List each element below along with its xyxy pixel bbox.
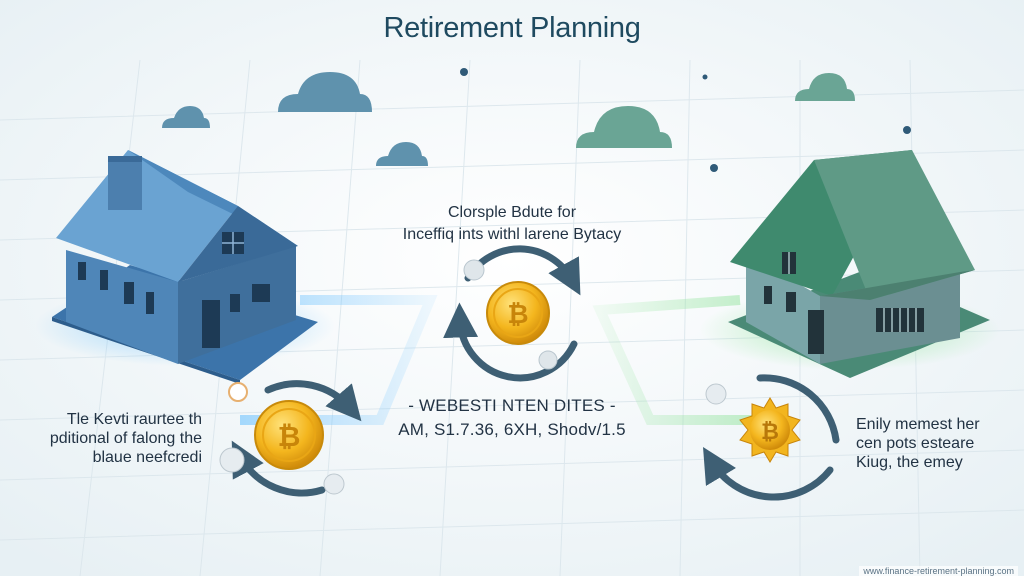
- left-description-line-3: blaue neefcredi: [50, 448, 202, 467]
- footer-url: www.finance-retirement-planning.com: [859, 566, 1018, 576]
- center-details-values: AM, S1.7.36, 6XH, Shodv/1.5: [332, 418, 692, 442]
- svg-text:₿: ₿: [507, 300, 528, 330]
- svg-text:₿: ₿: [761, 420, 779, 445]
- svg-text:₿: ₿: [278, 420, 301, 453]
- decorative-gear-icon: [706, 384, 726, 404]
- right-description: Enily memest her cen pots esteare Kiug, …: [856, 415, 980, 472]
- center-details: - WEBESTI NTEN DITES - AM, S1.7.36, 6XH,…: [332, 394, 692, 442]
- center-caption-line-1: Clorsple Bdute for: [332, 202, 692, 224]
- right-description-line-2: cen pots esteare: [856, 434, 980, 453]
- center-details-heading: - WEBESTI NTEN DITES -: [332, 394, 692, 418]
- right-description-line-1: Enily memest her: [856, 415, 980, 434]
- left-description: Tle Kevti raurtee th pditional of falong…: [50, 410, 202, 467]
- page-title: Retirement Planning: [0, 12, 1024, 45]
- right-description-line-3: Kiug, the emey: [856, 453, 980, 472]
- center-caption-line-2: Inceffiq ints withl larene Bytacy: [332, 224, 692, 246]
- left-description-line-2: pditional of falong the: [50, 429, 202, 448]
- left-bitcoin-coin-icon: ₿: [255, 401, 323, 469]
- center-caption: Clorsple Bdute for Inceffiq ints withl l…: [332, 202, 692, 246]
- left-description-line-1: Tle Kevti raurtee th: [50, 410, 202, 429]
- center-bitcoin-coin-icon: ₿: [487, 282, 549, 344]
